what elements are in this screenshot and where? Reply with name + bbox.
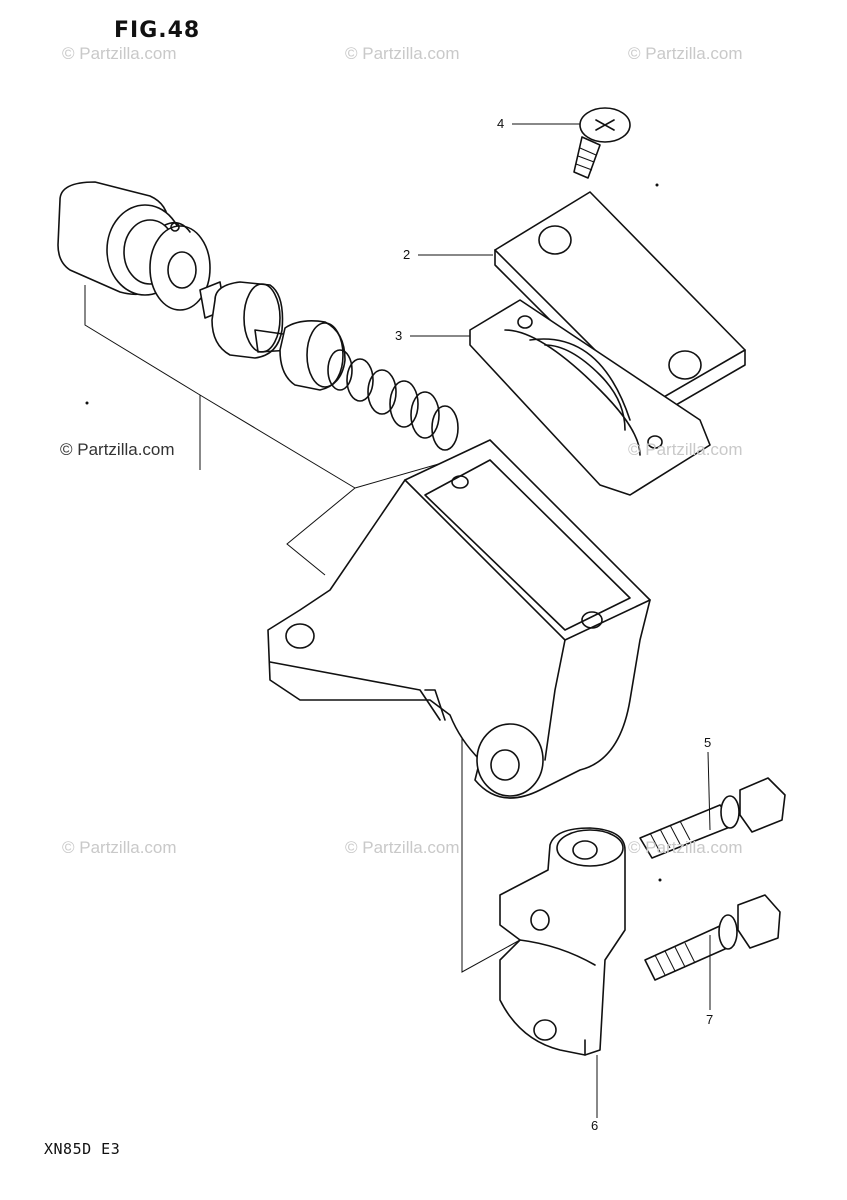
- callout-label: 7: [706, 1012, 714, 1027]
- callout-label: 4: [497, 116, 505, 131]
- watermark: © Partzilla.com: [628, 44, 743, 63]
- cap-screw: [573, 107, 631, 179]
- watermark: © Partzilla.com: [628, 838, 743, 857]
- clamp-bolt-upper: [639, 777, 786, 859]
- leader-lines: [410, 123, 711, 1118]
- callout-label: 3: [395, 328, 403, 343]
- watermark: © Partzilla.com: [60, 440, 175, 459]
- watermark: © Partzilla.com: [62, 44, 177, 63]
- watermark: © Partzilla.com: [628, 440, 743, 459]
- return-spring: [327, 349, 459, 451]
- handlebar-clamp: [499, 827, 626, 1056]
- clamp-bolt-lower: [644, 894, 781, 981]
- master-cylinder-body: [267, 439, 651, 799]
- callout-label: 6: [591, 1118, 599, 1133]
- figure-title: FIG.48: [114, 18, 201, 43]
- assembly-guide-lines: [84, 285, 521, 973]
- piston-cup-assembly: [57, 181, 346, 391]
- scan-specks: [85, 183, 662, 882]
- watermark: © Partzilla.com: [345, 838, 460, 857]
- watermark: © Partzilla.com: [345, 44, 460, 63]
- watermark: © Partzilla.com: [62, 838, 177, 857]
- callout-label: 5: [704, 735, 712, 750]
- model-code: XN85D E3: [44, 1140, 121, 1158]
- reservoir-diaphragm: [469, 299, 711, 496]
- callout-label: 2: [403, 247, 411, 262]
- reservoir-cap: [494, 191, 746, 421]
